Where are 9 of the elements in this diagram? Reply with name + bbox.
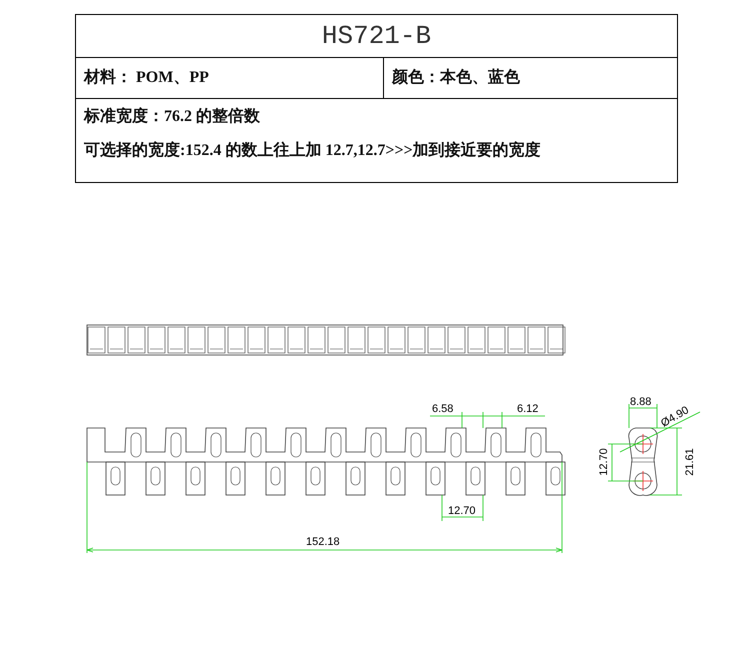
dimension-label: 6.12: [517, 403, 538, 415]
table-cell: 标准宽度：76.2 的整倍数 可选择的宽度:152.4 的数上往上加 12.7,12.7>>>加到接近要的宽度: [75, 98, 678, 183]
dimension-label: 21.61: [684, 448, 696, 476]
dimension-label: 8.88: [630, 396, 652, 408]
dimension-label: 6.58: [432, 403, 454, 415]
table-cell: HS721-B: [75, 14, 678, 58]
dimension-label: 12.70: [448, 505, 476, 517]
dimension-label: 12.70: [598, 448, 610, 476]
dimension-label: 152.18: [306, 536, 340, 548]
